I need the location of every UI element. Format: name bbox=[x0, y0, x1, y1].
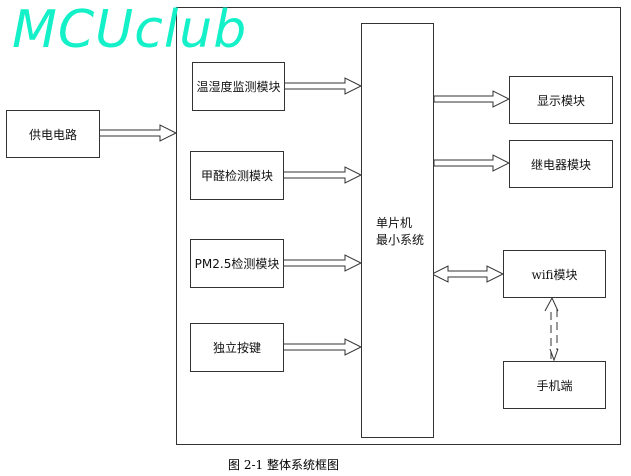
arrow-power-to-system bbox=[98, 124, 178, 142]
pm25-block: PM2.5检测模块 bbox=[190, 239, 284, 288]
temp-humidity-block: 温湿度监测模块 bbox=[192, 62, 285, 111]
arrow-formaldehyde-to-mcu bbox=[282, 166, 363, 184]
dashed-arrow-wifi-phone bbox=[544, 296, 559, 362]
phone-block: 手机端 bbox=[503, 361, 606, 409]
arrow-pm25-to-mcu bbox=[282, 254, 363, 272]
figure-caption: 图 2-1 整体系统框图 bbox=[228, 458, 339, 472]
display-block: 显示模块 bbox=[509, 76, 613, 124]
mcu-block: 单片机 最小系统 bbox=[361, 23, 434, 438]
mcu-label-line2: 最小系统 bbox=[376, 233, 425, 247]
watermark-logo: MCUclub bbox=[12, 0, 248, 60]
power-circuit-block: 供电电路 bbox=[6, 110, 100, 158]
arrow-button-to-mcu bbox=[282, 338, 363, 356]
formaldehyde-block: 甲醛检测模块 bbox=[190, 151, 284, 200]
button-block: 独立按键 bbox=[190, 323, 284, 372]
system-boundary-frame bbox=[176, 7, 621, 445]
arrow-mcu-to-relay bbox=[433, 154, 511, 172]
mcu-label-line1: 单片机 bbox=[376, 216, 413, 230]
arrow-mcu-wifi-bidirectional bbox=[430, 265, 505, 283]
relay-block: 继电器模块 bbox=[509, 140, 613, 188]
arrow-temp-to-mcu bbox=[283, 77, 363, 95]
arrow-mcu-to-display bbox=[433, 90, 511, 108]
wifi-block: wifi模块 bbox=[503, 250, 606, 298]
